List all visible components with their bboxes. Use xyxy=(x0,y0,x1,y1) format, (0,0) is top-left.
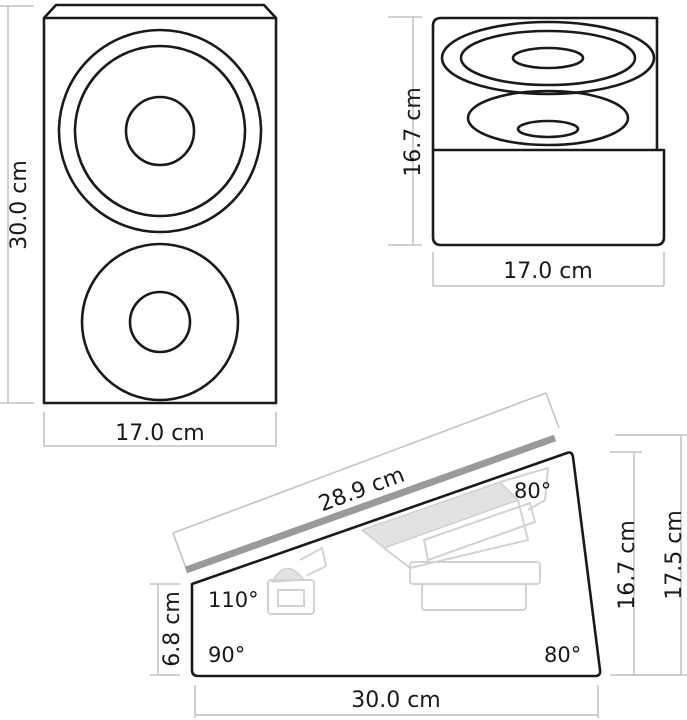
side-view: 28.9 cm 30.0 cm 6.8 cm 16.7 cm 17.5 cm 1… xyxy=(150,392,687,718)
front-view: 30.0 cm 17.0 cm xyxy=(0,3,278,447)
side-right-outer-dimension-line xyxy=(615,434,687,676)
front-woofer-surround xyxy=(73,44,247,218)
angle-bottom-left: 90° xyxy=(208,643,245,667)
side-left-dimension-line xyxy=(150,583,180,676)
front-lower-driver-surround xyxy=(80,242,240,402)
side-top-dimension-line xyxy=(172,392,560,569)
angle-top-right: 80° xyxy=(514,479,551,503)
front-height-dimension-line xyxy=(0,5,34,404)
front-height-label: 30.0 cm xyxy=(7,160,32,250)
side-ghost-woofer xyxy=(360,466,550,611)
angle-top-left: 110° xyxy=(208,588,259,612)
top-cabinet-upper xyxy=(431,16,659,150)
front-cabinet xyxy=(42,16,278,405)
front-lower-driver-dust-cap xyxy=(128,290,192,354)
side-left-height-label: 6.8 cm xyxy=(160,591,185,667)
top-lower-driver-cap-ellipse xyxy=(516,119,580,139)
top-woofer-cap-ellipse xyxy=(511,46,585,70)
angle-bottom-right: 80° xyxy=(544,643,581,667)
side-right-inner-height-label: 16.7 cm xyxy=(615,520,640,610)
front-woofer-dust-cap xyxy=(124,95,196,167)
side-right-outer-height-label: 17.5 cm xyxy=(662,510,687,600)
top-lower-driver-ellipse xyxy=(466,89,630,147)
side-bottom-dimension-line xyxy=(194,685,599,718)
side-baffle-bar xyxy=(184,434,557,574)
top-view: 16.7 cm 17.0 cm xyxy=(388,16,666,287)
top-height-dimension-line xyxy=(388,16,422,246)
front-width-dimension-line xyxy=(43,412,277,447)
side-cabinet-outline xyxy=(190,451,602,678)
front-width-label: 17.0 cm xyxy=(115,421,205,446)
top-woofer-outer-ellipse xyxy=(440,20,656,96)
top-woofer-surround-ellipse xyxy=(459,29,637,87)
top-width-label: 17.0 cm xyxy=(503,259,593,284)
top-cabinet-front-face xyxy=(431,148,666,247)
side-bottom-label: 30.0 cm xyxy=(351,688,441,713)
front-cabinet-top-bevel xyxy=(43,3,277,19)
side-ghost-tweeter xyxy=(267,546,328,615)
top-width-dimension-line xyxy=(432,252,665,287)
top-height-label: 16.7 cm xyxy=(401,87,426,177)
front-woofer-outer-ring xyxy=(57,28,263,234)
